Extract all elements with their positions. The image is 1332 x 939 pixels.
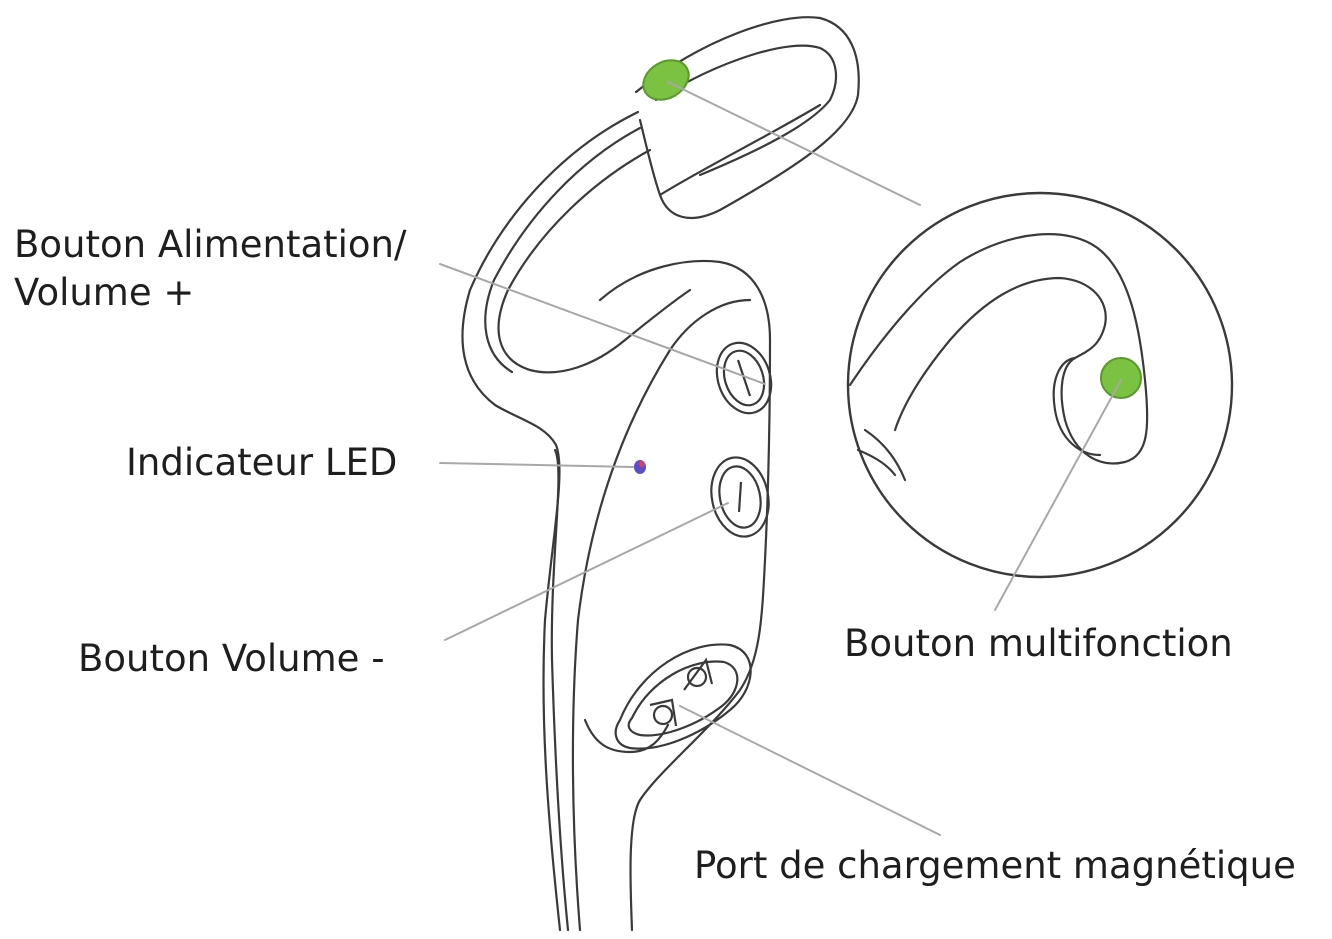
leader-multi-inset [994,379,1122,611]
charging-port [614,643,752,750]
stem-base-contour [583,718,670,754]
speaker-pod-face [654,44,837,177]
volume-down-button [710,456,770,538]
leader-port [679,705,941,836]
zoom-inset [846,191,1234,579]
stem-front-panel [571,298,752,932]
leader-led [439,462,634,468]
volume-up-button [715,341,773,415]
leader-volume-down [444,502,729,641]
label-multifunction: Bouton multifonction [844,622,1233,665]
label-led-indicator: Indicateur LED [126,441,398,484]
label-volume-down: Bouton Volume - [78,637,385,680]
label-power-volume-up: Bouton Alimentation/ Volume + [14,221,406,317]
leader-multi-top [667,81,921,206]
inset-body [863,428,907,482]
speaker-pod [634,16,860,219]
stem-outer [598,259,772,932]
label-charging-port: Port de chargement magnétique [694,844,1296,887]
ear-hook-inner [497,148,692,374]
inset-hook-outer [848,233,1149,465]
stem-left-edge [550,448,570,932]
leader-lines [439,81,1122,836]
label-power-line2: Volume + [14,271,195,314]
inset-body-2 [856,448,897,477]
ear-hook-inner-2 [484,126,642,374]
multifunction-button-top [642,59,690,101]
label-power-line1: Bouton Alimentation/ [14,223,407,266]
speaker-pod-rim [658,103,822,197]
headset-outline [461,16,860,932]
multifunction-button-inset [1100,357,1142,399]
leader-power [439,263,766,385]
ear-hook-outer [461,110,640,932]
led-indicator [634,460,646,474]
